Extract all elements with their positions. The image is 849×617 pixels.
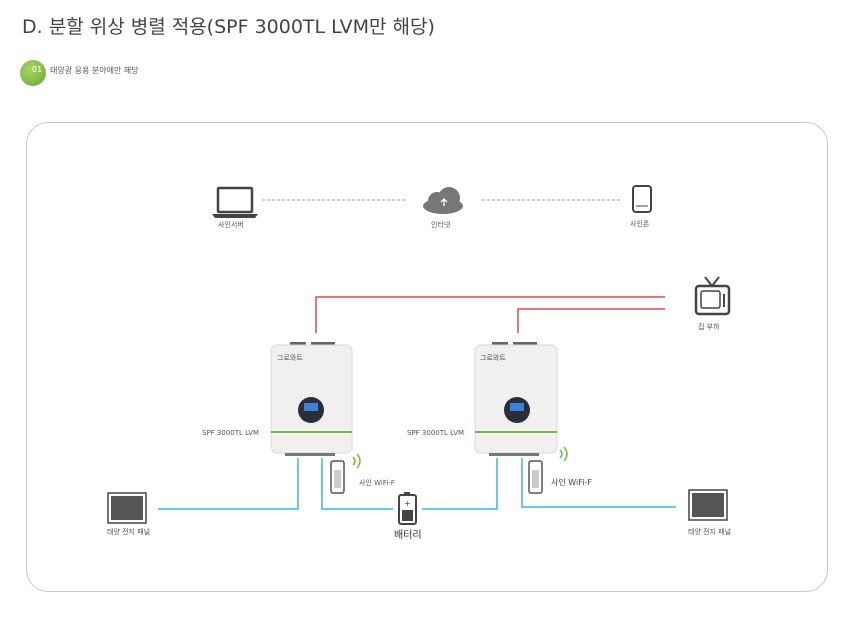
phone-icon	[632, 185, 652, 213]
inverter-right-model: SPF 3000TL LVM	[407, 429, 464, 437]
badge-text: 태양광 응용 분야에만 해당	[50, 65, 139, 75]
wifi-right-label: 사인 WiFi-F	[551, 477, 592, 487]
inverter-left-brand: 그로와트	[277, 353, 303, 362]
solar-panel-left-icon	[107, 492, 147, 524]
solar-panel-right-icon	[688, 489, 728, 521]
battery-label: 배터리	[394, 529, 422, 541]
section-badge: 01 태양광 응용 분야에만 해당	[20, 60, 139, 86]
solar-right-line	[521, 458, 676, 508]
server-label: 사인서버	[218, 220, 244, 229]
tv-icon	[694, 276, 731, 316]
home-load-label: 집 부하	[698, 322, 720, 331]
phone-label: 사인폰	[630, 219, 650, 228]
badge-circle: 01	[20, 60, 46, 86]
wifi-dongle-left	[330, 453, 361, 494]
battery-icon: +	[398, 492, 417, 525]
cloud-icon	[423, 187, 463, 214]
solar-right-label: 태양 전지 패널	[688, 527, 731, 536]
solar-left-line	[158, 458, 299, 510]
inverter-right	[474, 342, 558, 456]
ac-line-right	[517, 308, 665, 333]
wifi-dongle-right	[528, 446, 568, 494]
battery-right-line	[422, 458, 498, 510]
wifi-left-label: 사인 WiFi-F	[359, 478, 395, 487]
wifi-signal-icon	[559, 446, 568, 462]
inverter-left-model: SPF 3000TL LVM	[202, 429, 259, 437]
battery-left-line	[321, 458, 393, 510]
internet-label: 인터넷	[431, 220, 451, 229]
page-title: D. 분할 위상 병렬 적용(SPF 3000TL LVM만 해당)	[22, 16, 435, 38]
inverter-left	[270, 342, 353, 456]
wifi-signal-icon	[352, 453, 361, 469]
ac-line-left	[315, 296, 665, 333]
solar-left-label: 태양 전지 패널	[107, 527, 150, 536]
badge-number: 01	[32, 65, 43, 74]
svg-text:+: +	[404, 499, 411, 508]
laptop-icon	[212, 186, 258, 218]
inverter-right-brand: 그로와트	[480, 353, 506, 362]
